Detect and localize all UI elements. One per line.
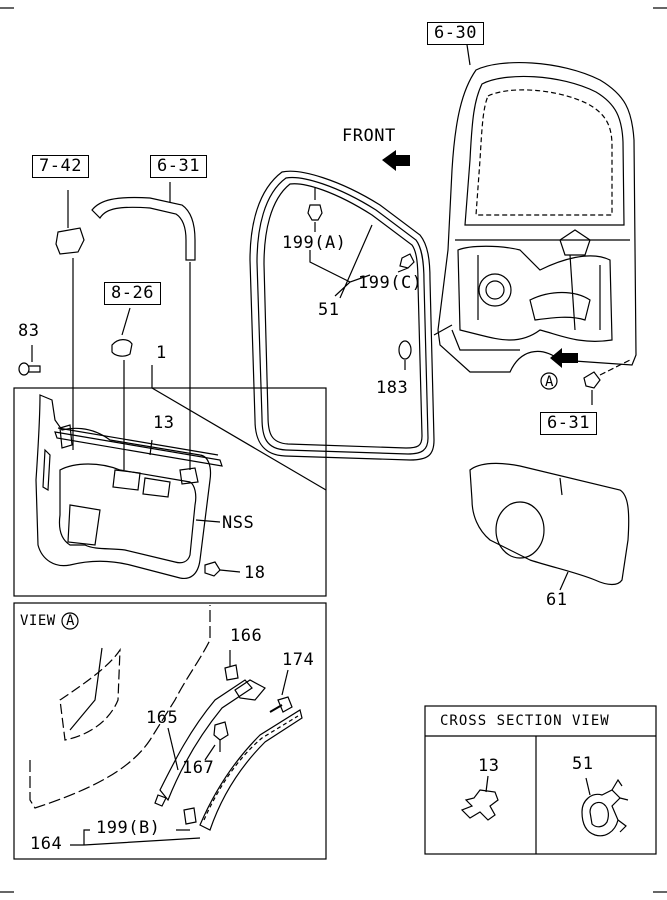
leader-51 xyxy=(309,224,373,299)
weatherstrip-drawing xyxy=(249,170,435,461)
trim-panel-box xyxy=(13,387,327,597)
section-51-drawing xyxy=(581,777,629,837)
label-183: 183 xyxy=(376,378,409,398)
label-199b: 199(B) xyxy=(96,818,161,838)
strip-13-drawing xyxy=(54,427,223,467)
ref-box-7-42[interactable]: 7-42 xyxy=(32,155,89,178)
plug-183-drawing xyxy=(398,324,453,370)
view-a-arrow xyxy=(550,348,578,368)
label-199a: 199(A) xyxy=(282,233,347,253)
circle-a-marker xyxy=(540,372,558,390)
door-frame-drawing xyxy=(437,37,637,373)
clip-199c-drawing xyxy=(397,253,415,273)
front-arrow xyxy=(382,150,410,171)
view-a-drawing xyxy=(29,605,303,831)
cross-section-title: CROSS SECTION VIEW xyxy=(440,713,610,729)
label-1: 1 xyxy=(156,343,167,363)
view-a-box xyxy=(13,602,327,860)
label-61: 61 xyxy=(546,590,568,610)
screw-83-drawing xyxy=(18,345,41,376)
label-18: 18 xyxy=(244,563,266,583)
clip-18-drawing xyxy=(204,561,241,577)
circle-a-view-marker xyxy=(61,612,79,630)
cross-section-label-13: 13 xyxy=(478,756,500,776)
leader-1b xyxy=(151,387,327,491)
label-166: 166 xyxy=(230,626,263,646)
ref-box-6-30[interactable]: 6-30 xyxy=(427,22,484,45)
ref-box-6-31-right[interactable]: 6-31 xyxy=(540,412,597,435)
knob-8-26-drawing xyxy=(111,307,133,357)
corner-marks xyxy=(0,7,667,893)
label-83: 83 xyxy=(18,321,40,341)
label-174: 174 xyxy=(282,650,315,670)
label-165: 165 xyxy=(146,708,179,728)
label-nss: NSS xyxy=(222,513,255,533)
leader-nss xyxy=(195,519,221,523)
label-51: 51 xyxy=(318,300,340,320)
handle-6-31-drawing xyxy=(91,182,196,261)
label-167: 167 xyxy=(182,758,215,778)
cross-section-label-51: 51 xyxy=(572,754,594,774)
section-13-drawing xyxy=(460,775,499,821)
assembly-leaders xyxy=(72,258,191,470)
label-13: 13 xyxy=(153,413,175,433)
trim-panel-drawing xyxy=(35,394,212,580)
label-199c: 199(C) xyxy=(358,273,423,293)
sealing-sheet-drawing xyxy=(469,462,630,591)
label-front: FRONT xyxy=(342,126,396,146)
clip-199a-drawing xyxy=(307,188,323,232)
label-164: 164 xyxy=(30,834,63,854)
label-view-a: VIEW xyxy=(20,613,56,629)
ref-box-6-31-top[interactable]: 6-31 xyxy=(150,155,207,178)
cap-7-42-drawing xyxy=(55,190,85,255)
ref-box-8-26[interactable]: 8-26 xyxy=(104,282,161,305)
cross-section-box xyxy=(424,705,657,855)
clip-6-31-drawing xyxy=(583,359,631,405)
leader-164 xyxy=(70,829,201,846)
label-view-a-circle: A xyxy=(66,613,75,629)
label-circle-a: A xyxy=(545,374,554,390)
